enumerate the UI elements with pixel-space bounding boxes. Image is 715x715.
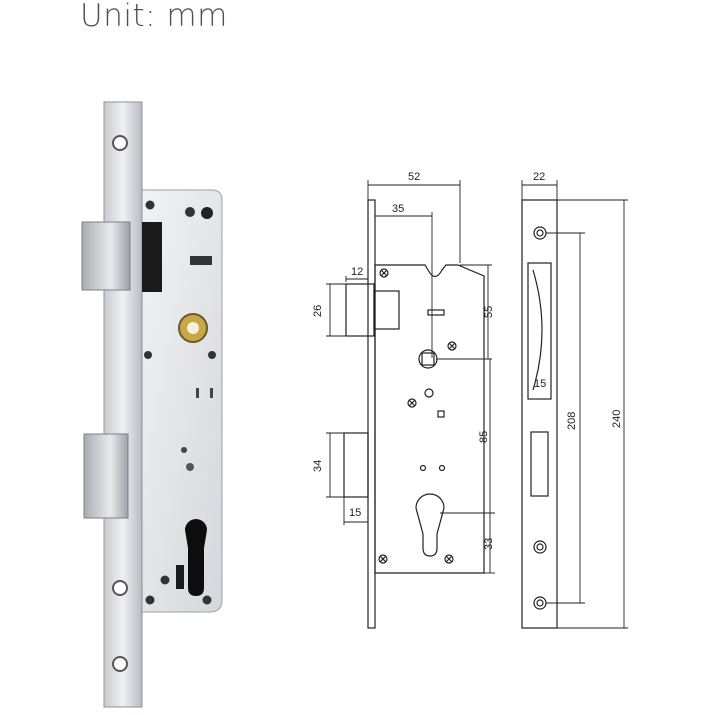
drawing-screw bbox=[447, 341, 457, 351]
dimension-lines bbox=[326, 180, 628, 629]
side-screw-hole bbox=[533, 540, 547, 554]
drawing-screw bbox=[379, 268, 389, 278]
follower-square bbox=[187, 322, 199, 334]
latch-bolt bbox=[81, 221, 131, 291]
drawing-case bbox=[374, 264, 485, 574]
screw-icon bbox=[201, 207, 213, 219]
dim-top-to-handle: 55 bbox=[483, 306, 495, 318]
drawing-screw bbox=[407, 398, 417, 408]
side-latch-cutout bbox=[527, 262, 552, 400]
screw-hole-icon bbox=[112, 135, 128, 151]
rivet bbox=[210, 388, 213, 398]
dim-deadbolt-throw: 15 bbox=[349, 507, 361, 519]
dim-deadbolt-height: 34 bbox=[312, 460, 324, 472]
rivet bbox=[196, 388, 199, 398]
side-screw-hole bbox=[533, 596, 547, 610]
dim-screw-spacing: 208 bbox=[566, 412, 578, 430]
face-plate bbox=[103, 101, 143, 708]
dim-handle-to-cylinder: 85 bbox=[478, 431, 490, 443]
dim-latch-slot: 15 bbox=[534, 378, 546, 390]
drawing-cylinder bbox=[415, 493, 445, 557]
drawing-rivet bbox=[424, 388, 434, 398]
drawing-rivet bbox=[437, 410, 445, 418]
dim-backset: 35 bbox=[392, 203, 404, 215]
rivet bbox=[181, 447, 187, 453]
side-screw-hole bbox=[536, 229, 544, 237]
dim-faceplate-width: 22 bbox=[533, 171, 545, 183]
latch-slot bbox=[142, 222, 162, 292]
screw-icon bbox=[202, 595, 212, 605]
screw-icon bbox=[208, 351, 216, 359]
screw-hole-icon bbox=[112, 656, 128, 672]
drawing-follower-square bbox=[421, 352, 435, 366]
cylinder-cutout bbox=[185, 519, 207, 596]
rivet bbox=[186, 463, 194, 471]
dim-latch-height: 26 bbox=[312, 305, 324, 317]
screw-hole-icon bbox=[112, 580, 128, 596]
side-screw-hole bbox=[536, 599, 544, 607]
dim-latch-offset: 12 bbox=[351, 266, 363, 278]
drawing-screw bbox=[444, 554, 454, 564]
unit-label: Unit: mm bbox=[80, 0, 228, 34]
screw-icon bbox=[144, 351, 152, 359]
drawing-latch bbox=[345, 283, 375, 337]
rivet bbox=[160, 575, 170, 585]
side-face-plate bbox=[521, 199, 558, 629]
drawing-rivet bbox=[438, 464, 446, 472]
side-latch-curve bbox=[532, 269, 543, 391]
drawing-latch-inner bbox=[373, 290, 400, 330]
screw-icon bbox=[145, 595, 155, 605]
slot bbox=[176, 565, 184, 589]
side-screw-hole bbox=[536, 543, 544, 551]
screw-icon bbox=[145, 200, 155, 210]
drawing-screw bbox=[378, 554, 388, 564]
lock-case bbox=[139, 189, 223, 613]
deadbolt bbox=[83, 433, 129, 519]
screw-icon bbox=[185, 207, 195, 217]
dim-faceplate-length: 240 bbox=[611, 410, 623, 428]
dim-cylinder-to-bottom: 33 bbox=[483, 538, 495, 550]
side-deadbolt-cutout bbox=[530, 431, 549, 497]
drawing-slot bbox=[427, 309, 445, 316]
slot bbox=[190, 256, 212, 265]
side-screw-hole bbox=[533, 226, 547, 240]
drawing-rivet bbox=[419, 464, 427, 472]
dim-front-width: 52 bbox=[408, 171, 420, 183]
drawing-deadbolt bbox=[343, 432, 369, 498]
drawing-face-plate bbox=[367, 199, 376, 629]
